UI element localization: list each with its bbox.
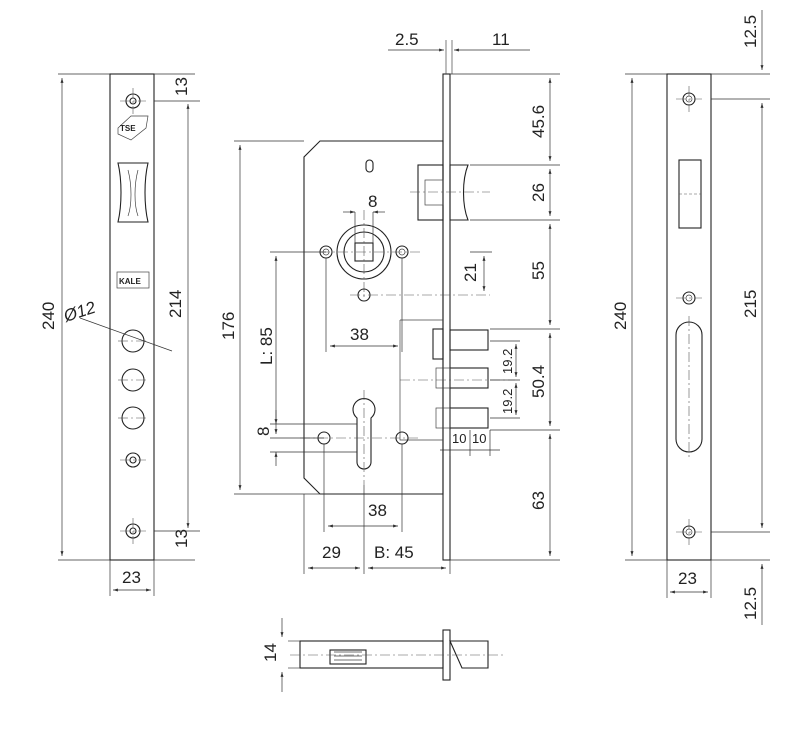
left-faceplate-view: TSE KALE Ø12 240 214 13 [39,73,200,596]
strike-screw-top [676,86,702,112]
latch-opening [117,162,149,223]
section-latch [449,640,489,669]
dim-phi12: Ø12 [60,298,98,326]
lock-body-view: 2.5 11 176 L: 85 8 8 38 38 [219,30,560,574]
dim-10-b: 10 [472,431,486,446]
dim-45-6: 45.6 [529,105,548,138]
dim-23-left: 23 [122,568,141,587]
left-faceplate-screw-top [120,88,146,114]
dim-L85: L: 85 [257,327,276,365]
dim-10-a: 10 [452,431,466,446]
follower-spindle [320,210,420,300]
dim-55: 55 [529,261,548,280]
dim-29: 29 [322,543,341,562]
dim-12-5-bottom: 12.5 [741,587,760,620]
left-faceplate-screw-middle [120,452,146,468]
left-faceplate-outline [109,73,155,561]
dim-21: 21 [461,263,480,282]
dim-13-top: 13 [172,77,191,96]
spindle-lower-pin [350,288,490,302]
right-strike-plate-view: 240 215 12.5 12.5 23 [611,10,770,625]
dim-8-left: 8 [254,427,273,436]
dim-12-5-top: 12.5 [741,15,760,48]
dim-26: 26 [529,183,548,202]
strike-screw-middle [676,291,702,305]
phi12-leader [79,317,173,352]
dim-176: 176 [219,312,238,340]
dim-8-top: 8 [368,192,377,211]
deadbolt-throws [400,328,515,429]
dim-2-5: 2.5 [395,30,419,49]
dim-38-bottom: 38 [368,501,387,520]
dim-13-bottom: 13 [172,529,191,548]
dim-14: 14 [261,643,280,662]
dim-240-right: 240 [611,302,630,330]
dim-23-right: 23 [678,569,697,588]
dim-50-4: 50.4 [529,365,548,398]
dim-11: 11 [492,30,510,49]
dim-215: 215 [741,290,760,318]
bottom-section-view: 14 [261,618,505,692]
dim-19-2-b: 19.2 [500,389,515,414]
strike-screw-bottom [676,519,702,545]
section-case [299,640,444,669]
tse-logo-text: TSE [120,124,136,133]
dim-240-left: 240 [39,302,58,330]
latch-bolt [410,164,490,221]
kale-logo: KALE [116,271,150,289]
section-spindle [329,649,367,665]
dim-19-2-a: 19.2 [500,349,515,374]
dim-B45: B: 45 [374,543,414,562]
dim-63: 63 [529,491,548,510]
left-faceplate-screw-bottom [120,518,146,544]
top-slot [365,159,374,173]
dim-38-top: 38 [350,325,369,344]
tse-logo: TSE [117,115,149,141]
strike-plate-outline [666,73,712,561]
center-faceplate [442,73,451,561]
kale-logo-text: KALE [119,277,141,286]
dim-214: 214 [166,290,185,318]
